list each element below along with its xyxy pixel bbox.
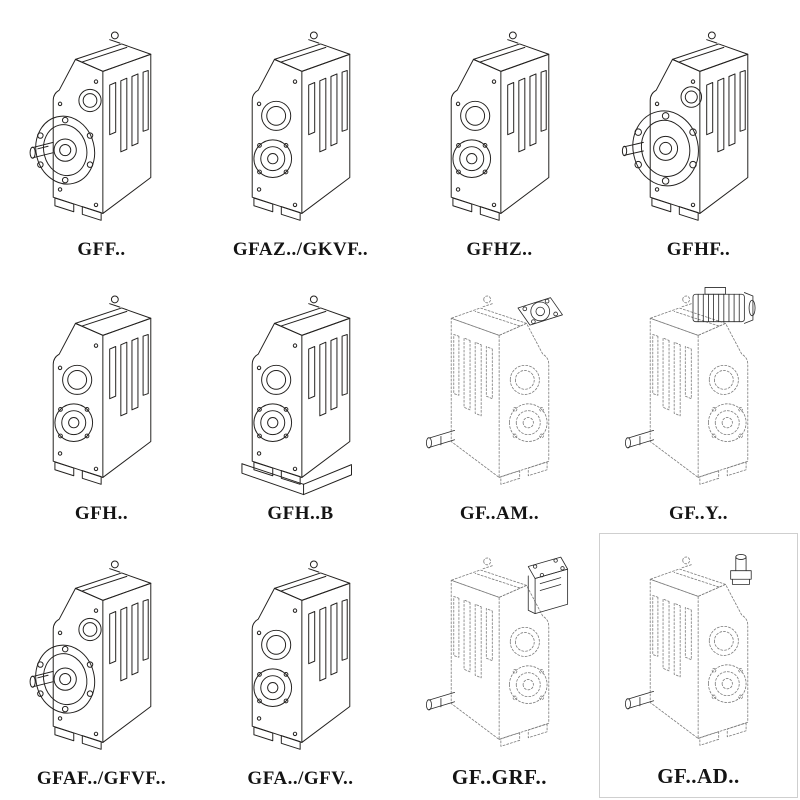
gearbox-drawing-gff (13, 20, 191, 234)
catalog-cell-gf-am: GF..AM.. (400, 269, 599, 534)
gearbox-drawing-gfaz-gkvf (212, 20, 390, 234)
catalog-cell-gf-grf: GF..GRF.. (400, 533, 599, 798)
gearbox-drawing-gfh (13, 284, 191, 498)
model-label-gfaf-gfvf: GFAF../GFVF.. (36, 767, 167, 789)
catalog-cell-gff: GFF.. (2, 4, 201, 269)
gearbox-drawing-gfhf (610, 20, 788, 234)
catalog-cell-gfhz: GFHZ.. (400, 4, 599, 269)
gearbox-drawing-gf-y (610, 284, 788, 498)
model-label-gf-y: GF..Y.. (668, 503, 729, 525)
model-label-gfh-b: GFH..B (267, 503, 334, 525)
gearbox-drawing-gfaf-gfvf (13, 549, 191, 763)
gearbox-drawing-gf-ad (610, 545, 788, 759)
gearbox-drawing-gfhz (411, 20, 589, 234)
catalog-cell-gf-y: GF..Y.. (599, 269, 798, 534)
model-label-gff: GFF.. (77, 238, 126, 260)
gearbox-drawing-gfa-gfv (212, 549, 390, 763)
model-label-gf-grf: GF..GRF.. (451, 764, 548, 789)
model-label-gfhf: GFHF.. (666, 238, 731, 260)
model-label-gfh: GFH.. (74, 503, 129, 525)
catalog-cell-gfh-b: GFH..B (201, 269, 400, 534)
catalog-cell-gfhf: GFHF.. (599, 4, 798, 269)
model-label-gfaz-gkvf: GFAZ../GKVF.. (232, 238, 369, 260)
model-label-gfa-gfv: GFA../GFV.. (247, 767, 354, 789)
catalog-cell-gfaf-gfvf: GFAF../GFVF.. (2, 533, 201, 798)
gearbox-drawing-gfh-b (212, 284, 390, 498)
model-label-gf-am: GF..AM.. (459, 503, 540, 525)
catalog-cell-gfh: GFH.. (2, 269, 201, 534)
catalog-cell-gfaz-gkvf: GFAZ../GKVF.. (201, 4, 400, 269)
catalog-cell-gfa-gfv: GFA../GFV.. (201, 533, 400, 798)
gearbox-drawing-gf-am (411, 284, 589, 498)
model-label-gf-ad: GF..AD.. (657, 763, 740, 788)
gearbox-drawing-gf-grf (411, 546, 589, 760)
model-label-gfhz: GFHZ.. (466, 238, 533, 260)
catalog-cell-gf-ad: GF..AD.. (599, 533, 798, 798)
